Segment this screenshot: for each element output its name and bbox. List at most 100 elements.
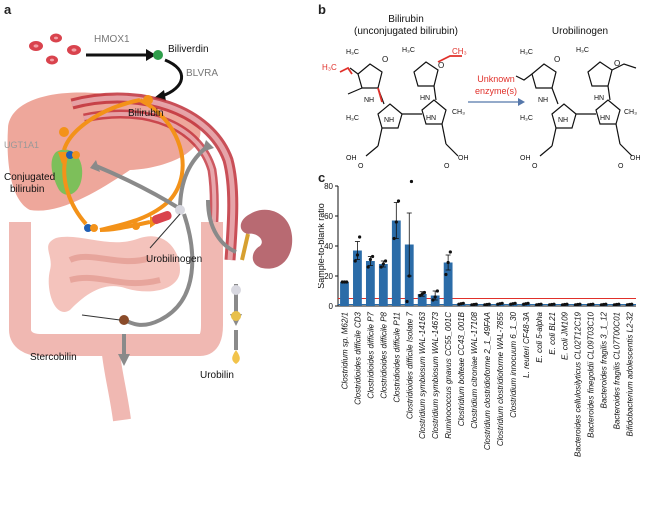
data-point	[383, 259, 388, 263]
panel-a-illustration: HMOX1 Biliverdin BLVRA Bilirubin UGT1A1 …	[4, 33, 293, 422]
data-point	[474, 302, 478, 306]
data-point	[379, 265, 383, 269]
data-point	[370, 254, 375, 259]
hn-label: HN	[426, 115, 436, 122]
x-tick-label: E. coli 5-alpha	[535, 311, 544, 362]
urine-drop-icon	[232, 350, 240, 364]
bile-flow-arrows	[62, 98, 185, 232]
panel-letter-c: c	[318, 170, 326, 185]
data-point	[461, 301, 465, 305]
x-tick-label: Clostridioides difficile P8	[379, 311, 388, 398]
x-tick-label: L. reuteri CF48-3A	[522, 312, 531, 378]
gallbladder	[51, 149, 83, 195]
data-point	[435, 289, 439, 293]
data-point	[342, 280, 347, 284]
data-point	[526, 301, 530, 305]
kidney	[240, 209, 293, 269]
data-point	[422, 290, 427, 295]
data-point	[340, 280, 344, 284]
oxygen-label: O	[358, 163, 364, 170]
x-tick-label: Clostridioides difficile Isolate 7	[405, 311, 414, 419]
data-point	[630, 302, 634, 306]
x-tick-label: E. coli JM109	[561, 311, 570, 360]
methyl-label: H₃C	[576, 47, 589, 54]
y-axis-label: Sample-to-blank ratio	[318, 203, 326, 289]
data-point	[578, 302, 582, 306]
bar	[378, 264, 388, 306]
conjugated-bilirubin-label-1: Conjugated	[4, 172, 55, 183]
panel-c-chart: Sample-to-blank ratio 020406080Clostridi…	[318, 179, 636, 457]
x-tick-label: Clostridioides difficile P11	[392, 312, 401, 403]
x-tick-label: Clostridium innocuum 6_1_30	[509, 311, 518, 417]
oxygen-label: O	[438, 61, 444, 70]
x-tick-label: Bacteroides finegoldii CL09T03C10	[587, 311, 596, 437]
hydroxyl-label: OH	[630, 155, 641, 162]
y-tick-label: 40	[324, 242, 333, 251]
data-point	[366, 265, 370, 269]
x-tick-label: Clostridium citroniae WAL-17108	[470, 311, 479, 428]
enzyme-label-1: Unknown	[477, 74, 515, 84]
methyl-label: H₃C	[402, 47, 415, 54]
data-point	[431, 298, 435, 302]
urobilinogen-title: Urobilinogen	[552, 26, 608, 37]
data-point	[500, 301, 504, 305]
x-tick-label: Clostridium symbiosum WAL-14673	[431, 311, 440, 439]
x-tick-label: Clostridioides difficile CD3	[353, 311, 362, 404]
data-point	[353, 259, 357, 263]
stercobilin-molecule	[119, 315, 129, 325]
data-point	[405, 299, 409, 304]
oxygen-label: O	[614, 59, 620, 68]
data-point	[392, 236, 396, 241]
oxygen-label: O	[382, 55, 388, 64]
hydroxyl-label: OH	[520, 155, 531, 162]
data-point	[617, 302, 621, 306]
data-point	[444, 272, 448, 277]
y-tick-label: 80	[324, 182, 333, 191]
bilirubin-molecule	[143, 95, 153, 105]
data-point	[358, 235, 362, 239]
x-tick-label: Clostridium bolteae CC43_001B	[457, 311, 466, 426]
biliverdin-label: Biliverdin	[168, 44, 209, 55]
urobilin-label: Urobilin	[200, 370, 234, 381]
urobilin-molecule	[231, 311, 241, 321]
x-tick-label: Clostridium clostridioforme WAL-7855	[496, 311, 505, 446]
data-point	[446, 260, 450, 265]
bacteria	[152, 211, 172, 225]
hn-label: HN	[594, 95, 604, 102]
bar	[417, 294, 427, 306]
data-point	[539, 302, 543, 306]
x-tick-label: Bacteroides fragilis 3_1_12	[600, 311, 609, 408]
y-tick-label: 0	[329, 302, 334, 311]
y-tick-label: 20	[324, 272, 333, 281]
data-point	[396, 199, 401, 203]
x-tick-label: Clostridium sp. M62/1	[340, 312, 349, 389]
methyl-label: H₃C	[520, 115, 533, 122]
hn-label: HN	[420, 95, 430, 102]
nh-label: NH	[364, 97, 374, 104]
bar	[443, 262, 453, 306]
x-tick-label: Clostridium clostridioforme 2_1_49FAA	[483, 312, 492, 450]
data-point	[409, 179, 414, 184]
nh-label: NH	[538, 97, 548, 104]
data-point	[345, 280, 349, 284]
x-tick-label: Ruminococcus gnavus CC55_001C	[444, 312, 453, 439]
x-tick-label: Bacteroides cellulosilyticus CL02T12C19	[574, 311, 583, 457]
bar	[391, 220, 401, 306]
x-tick-label: Clostridium symbiosum WAL-14163	[418, 311, 427, 439]
data-point	[604, 302, 608, 306]
hydroxyl-label: OH	[458, 155, 469, 162]
data-point	[448, 250, 452, 254]
urobilinogen-structure	[515, 61, 637, 157]
bar	[430, 295, 440, 306]
data-point	[433, 295, 437, 299]
data-point	[591, 302, 595, 306]
intestines	[9, 222, 223, 422]
methyl-label: CH₃	[624, 109, 637, 116]
x-tick-label: Clostridioides difficile P7	[366, 311, 375, 398]
data-point	[565, 302, 569, 306]
x-tick-label: E. coli BL21	[548, 312, 557, 355]
oxygen-label: O	[444, 163, 450, 170]
bar	[353, 250, 362, 306]
bilirubin-label: Bilirubin	[128, 108, 164, 119]
nh-label: NH	[558, 117, 568, 124]
